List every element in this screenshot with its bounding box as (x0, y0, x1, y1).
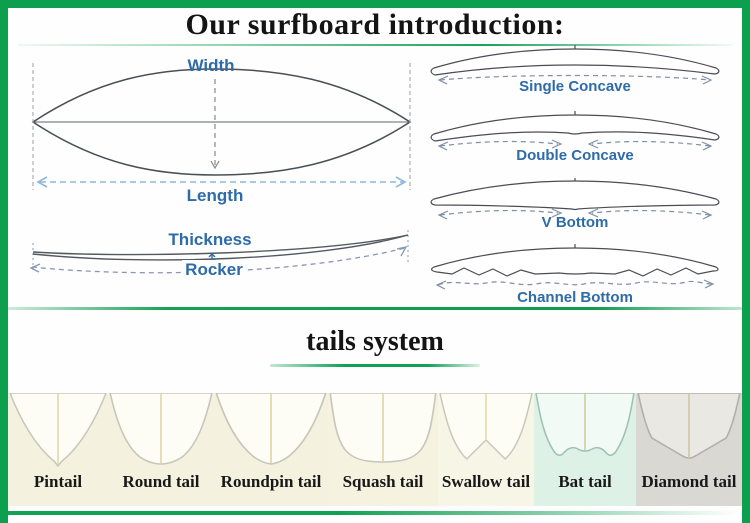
squash-tail-shape (329, 393, 437, 463)
tail-item-diamond: Diamond tail (636, 393, 742, 506)
swallow-tail-shape (439, 393, 533, 460)
contour-label-double-concave: Double Concave (516, 147, 634, 164)
tails-title-underline (270, 364, 480, 367)
contour-single-concave-diagram (430, 45, 720, 85)
contour-label-single-concave: Single Concave (519, 78, 631, 95)
title-underline (18, 44, 732, 46)
contour-v-bottom-diagram (430, 178, 720, 220)
contour-label-v-bottom: V Bottom (541, 214, 609, 231)
contour-double-concave-diagram (430, 111, 720, 151)
tail-label: Swallow tail (441, 472, 531, 491)
page-title: Our surfboard introduction: (185, 8, 565, 41)
bottom-accent-line (8, 511, 738, 515)
tail-item-roundpin: Roundpin tail (214, 393, 328, 506)
section-divider (8, 307, 742, 310)
length-label: Length (186, 186, 244, 205)
roundpin-tail-shape (215, 393, 327, 465)
tail-item-swallow: Swallow tail (438, 393, 534, 506)
bat-tail-shape (535, 393, 635, 456)
tail-item-bat: Bat tail (534, 393, 636, 506)
tail-label: Squash tail (342, 472, 424, 491)
tail-item-round: Round tail (108, 393, 214, 506)
thickness-label: Thickness (168, 230, 252, 249)
width-label: Width (187, 56, 235, 75)
tail-label: Pintail (33, 472, 83, 491)
board-side-view-diagram (29, 230, 409, 274)
tails-section-title: tails system (306, 326, 444, 357)
tail-label: Diamond tail (641, 472, 737, 491)
board-top-view-diagram (31, 63, 412, 190)
infographic-canvas: Our surfboard introduction: Width Length (8, 8, 742, 523)
round-tail-shape (109, 393, 213, 465)
tails-strip: Pintail Round tail Roundpin tail (8, 393, 742, 506)
tail-label: Roundpin tail (220, 472, 322, 491)
tail-label: Round tail (122, 472, 200, 491)
tail-label: Bat tail (558, 472, 612, 491)
contour-label-channel-bottom: Channel Bottom (517, 289, 633, 306)
tail-item-pintail: Pintail (8, 393, 108, 506)
rocker-label: Rocker (154, 260, 274, 280)
diamond-tail-shape (637, 393, 741, 459)
tail-item-squash: Squash tail (328, 393, 438, 506)
contour-channel-bottom-diagram (431, 244, 719, 290)
pintail-shape (9, 393, 107, 467)
